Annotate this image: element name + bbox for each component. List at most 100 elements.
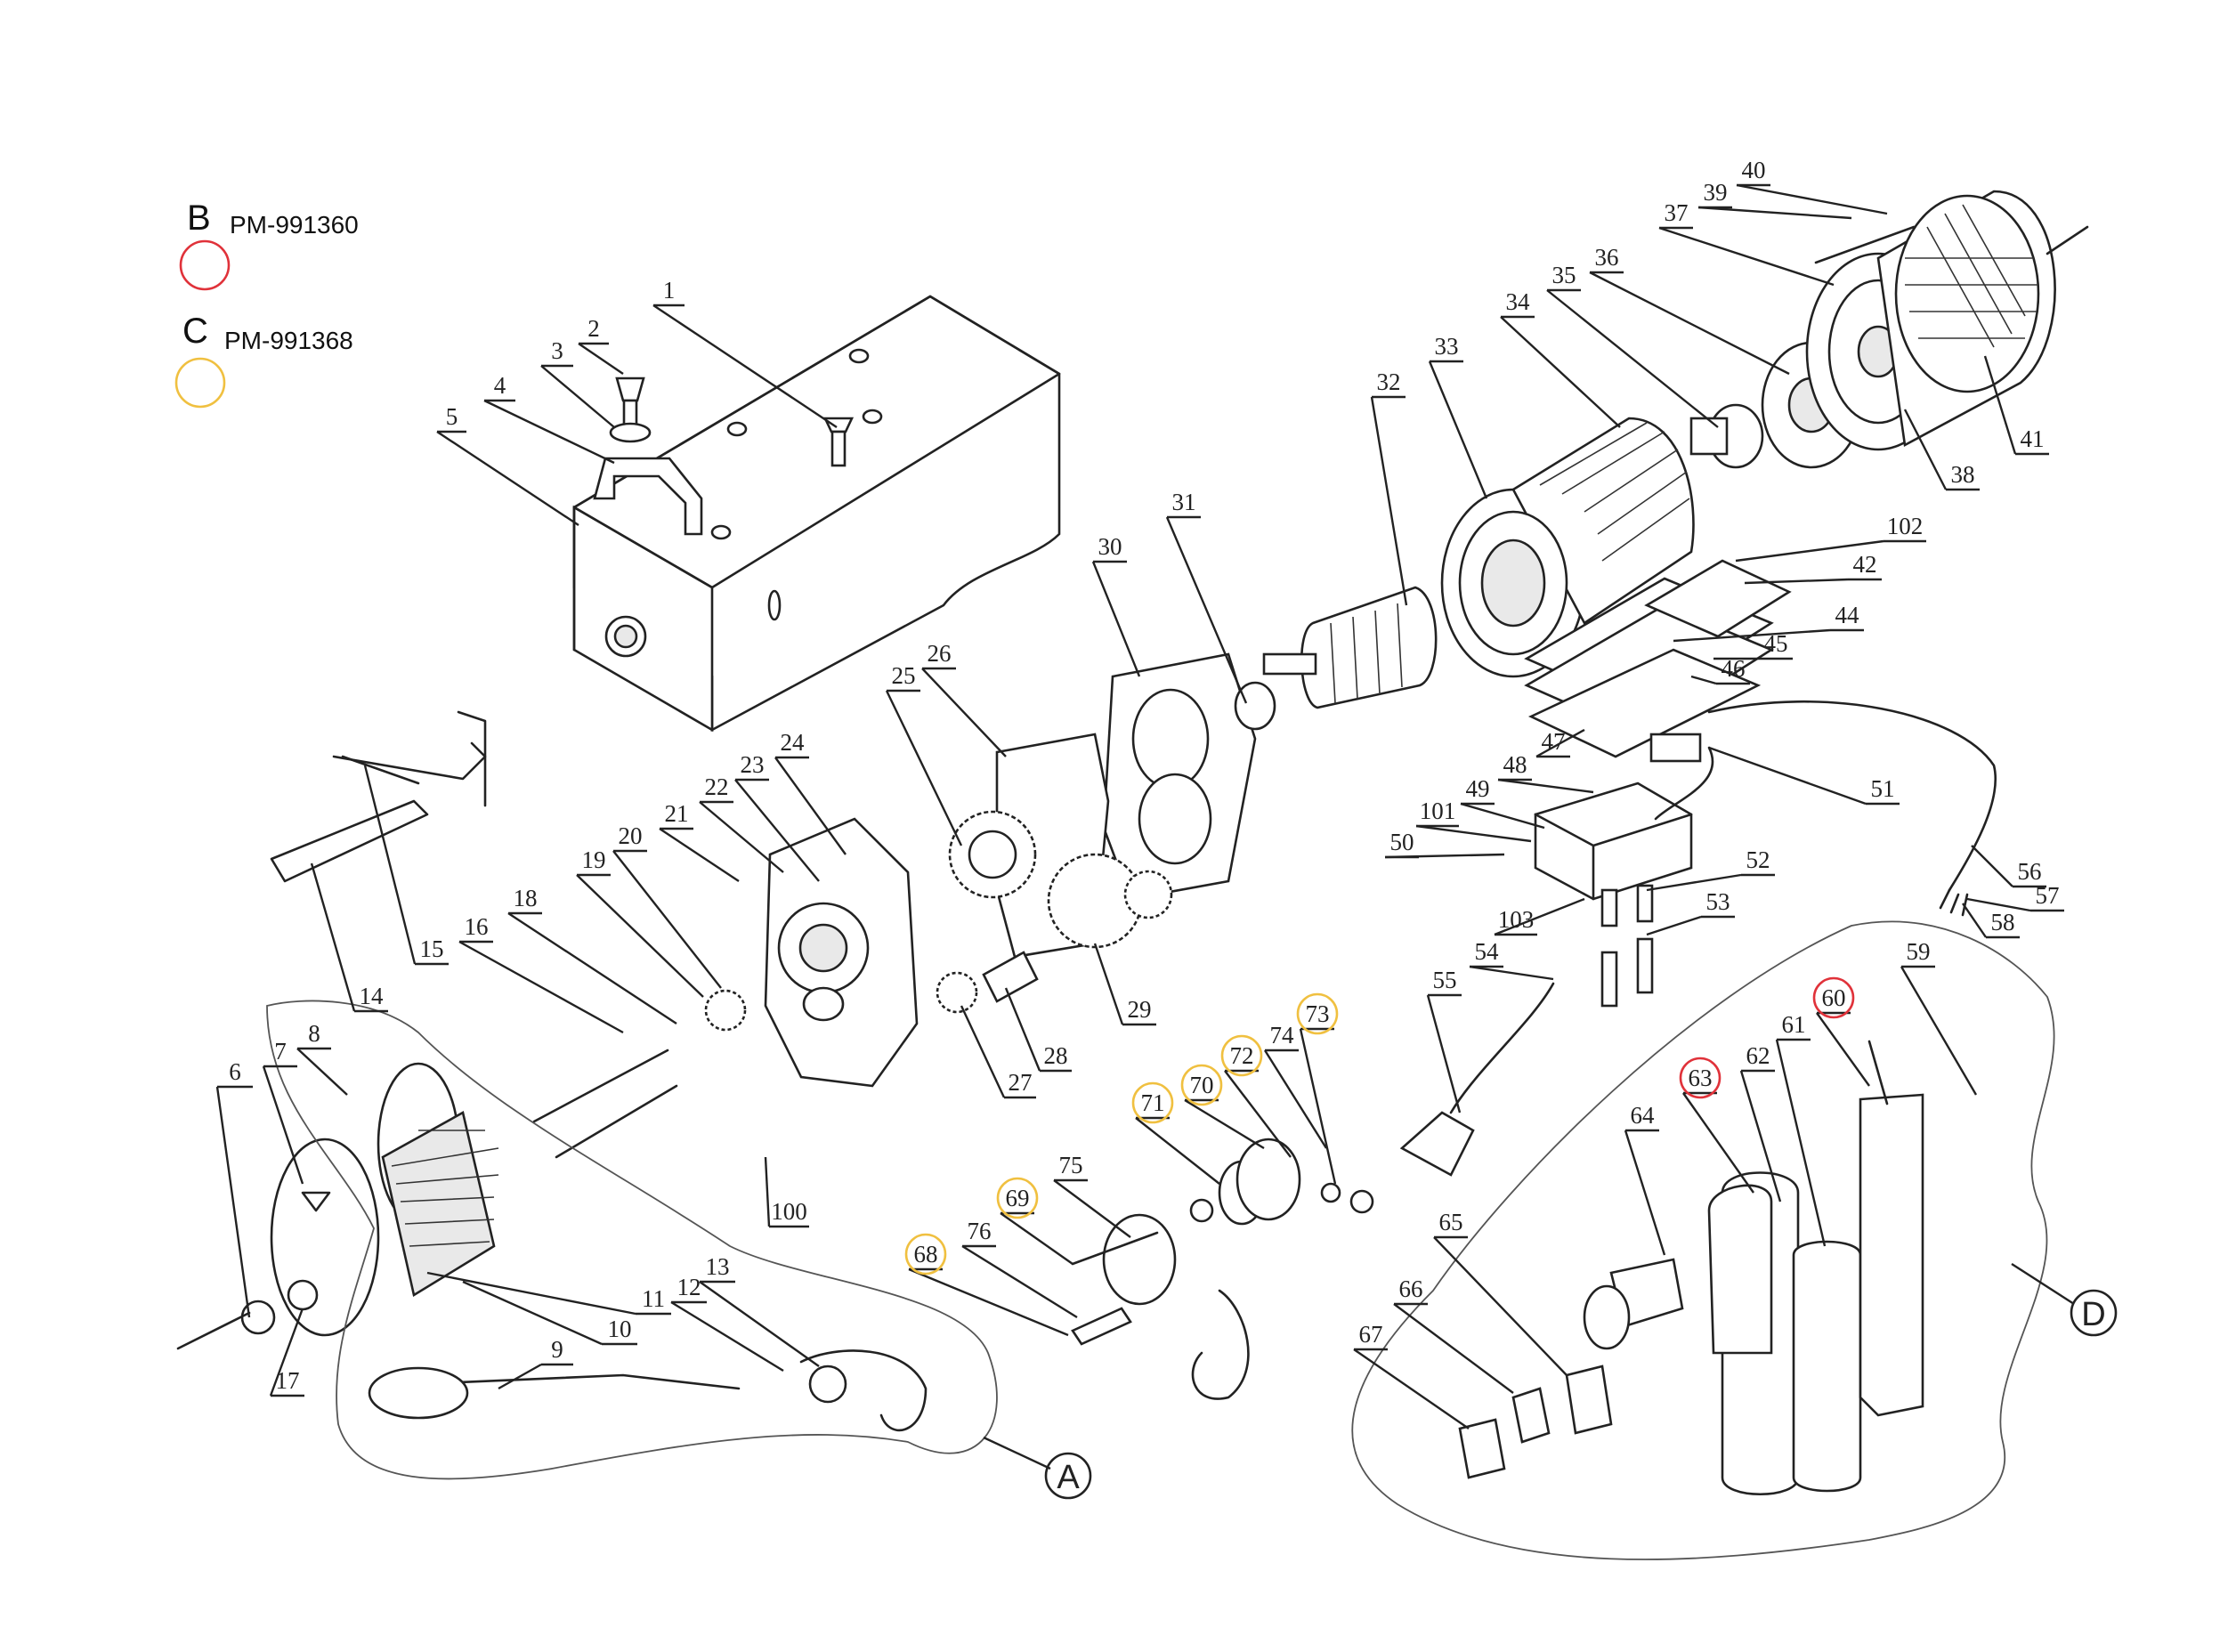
part-leader-23 [734, 779, 820, 882]
part-callout-27: 27 [960, 1005, 1036, 1099]
part-callout-21: 21 [659, 800, 740, 883]
part-number-56: 56 [2018, 858, 2042, 885]
part-leader-4 [483, 399, 615, 465]
part-leader-30 [1091, 561, 1141, 677]
part-leader-64 [1624, 1130, 1666, 1256]
part-leader-48 [1497, 778, 1594, 794]
part-callout-31: 31 [1165, 489, 1248, 704]
part-callout-34: 34 [1500, 288, 1621, 428]
part-callout-48: 48 [1497, 751, 1594, 794]
part-leader-41 [1983, 355, 2017, 455]
part-number-72: 72 [1230, 1042, 1254, 1069]
part-callout-41: 41 [1983, 355, 2049, 456]
part-leader-58 [1962, 903, 1987, 938]
part-callout-42: 42 [1744, 551, 1882, 585]
part-leader-19 [576, 874, 704, 998]
part-callout-4: 4 [483, 372, 615, 465]
part-leader-25 [885, 690, 963, 846]
part-number-5: 5 [446, 403, 458, 430]
part-leader-10 [462, 1280, 603, 1346]
part-leader-42 [1744, 578, 1849, 585]
part-leader-46 [1690, 675, 1717, 685]
terminal-box-and-cable [1399, 700, 1997, 1177]
part-callout-2: 2 [578, 315, 624, 375]
legend-c-code: PM-991368 [224, 327, 353, 354]
part-callout-100: 100 [764, 1156, 809, 1228]
part-number-10: 10 [608, 1316, 632, 1342]
part-callout-57: 57 [1966, 882, 2064, 912]
part-number-15: 15 [420, 935, 444, 962]
part-number-49: 49 [1466, 775, 1490, 802]
part-number-101: 101 [1420, 798, 1456, 824]
group-a-boundary [266, 1000, 998, 1480]
part-number-28: 28 [1044, 1042, 1068, 1069]
group-a-label: A [1057, 1459, 1080, 1496]
part-leader-54 [1469, 965, 1554, 981]
part-callout-37: 37 [1658, 199, 1835, 287]
part-leader-27 [960, 1005, 1006, 1098]
part-number-71: 71 [1141, 1089, 1165, 1116]
part-leader-66 [1393, 1303, 1514, 1394]
part-leader-8 [296, 1048, 348, 1096]
part-number-23: 23 [741, 751, 765, 778]
part-number-3: 3 [551, 337, 563, 364]
part-leader-5 [436, 430, 579, 527]
part-callout-13: 13 [699, 1253, 820, 1367]
part-callout-3: 3 [540, 337, 615, 428]
part-leader-7 [262, 1065, 304, 1185]
part-callout-36: 36 [1589, 244, 1790, 376]
part-number-57: 57 [2036, 882, 2060, 909]
legend-c-letter: C [182, 312, 208, 351]
part-leader-67 [1353, 1348, 1470, 1429]
part-callout-49: 49 [1460, 775, 1545, 830]
part-highlight-69 [996, 1177, 1039, 1219]
part-leader-15 [363, 765, 417, 965]
part-highlight-63 [1679, 1057, 1722, 1099]
part-leader-55 [1426, 994, 1462, 1113]
part-number-9: 9 [551, 1336, 563, 1363]
part-leader-60 [1816, 1012, 1870, 1087]
part-leader-35 [1546, 289, 1719, 428]
part-leader-29 [1093, 943, 1124, 1025]
part-callout-45: 45 [1713, 630, 1793, 660]
part-callout-30: 30 [1091, 533, 1141, 677]
part-callout-68: 68 [904, 1233, 1069, 1337]
part-number-34: 34 [1506, 288, 1531, 315]
pulley-hook-assembly [1071, 1138, 1374, 1400]
part-number-6: 6 [229, 1058, 241, 1085]
part-leader-36 [1589, 271, 1790, 376]
part-number-67: 67 [1359, 1321, 1383, 1348]
part-leader-22 [699, 801, 784, 873]
part-leader-53 [1646, 915, 1702, 936]
part-callout-55: 55 [1426, 967, 1462, 1113]
part-number-59: 59 [1907, 938, 1931, 965]
part-number-70: 70 [1190, 1072, 1214, 1098]
part-number-46: 46 [1722, 655, 1746, 682]
part-highlight-73 [1296, 992, 1339, 1035]
part-highlight-71 [1131, 1081, 1174, 1124]
part-callout-50: 50 [1384, 829, 1505, 859]
part-number-20: 20 [619, 822, 643, 849]
part-leader-33 [1428, 360, 1488, 499]
drum-assembly [176, 1049, 928, 1431]
part-leader-65 [1433, 1236, 1568, 1376]
part-number-55: 55 [1433, 967, 1457, 993]
part-callout-20: 20 [612, 822, 722, 989]
part-callout-17: 17 [269, 1308, 304, 1397]
part-callout-60: 60 [1812, 976, 1870, 1087]
group-d-label: D [2081, 1296, 2105, 1333]
part-callout-76: 76 [961, 1218, 1078, 1319]
part-number-18: 18 [514, 885, 538, 911]
part-leader-18 [507, 911, 677, 1025]
gearbox-assembly [704, 652, 1276, 1088]
group-a-marker [1044, 1452, 1092, 1500]
part-number-32: 32 [1377, 368, 1401, 395]
part-leader-100 [764, 1156, 771, 1227]
part-callout-19: 19 [576, 846, 704, 998]
part-number-12: 12 [677, 1274, 701, 1300]
legend-b-code: PM-991360 [230, 211, 359, 239]
legend-c-swatch [174, 357, 226, 409]
frame-bracket [572, 295, 1061, 733]
